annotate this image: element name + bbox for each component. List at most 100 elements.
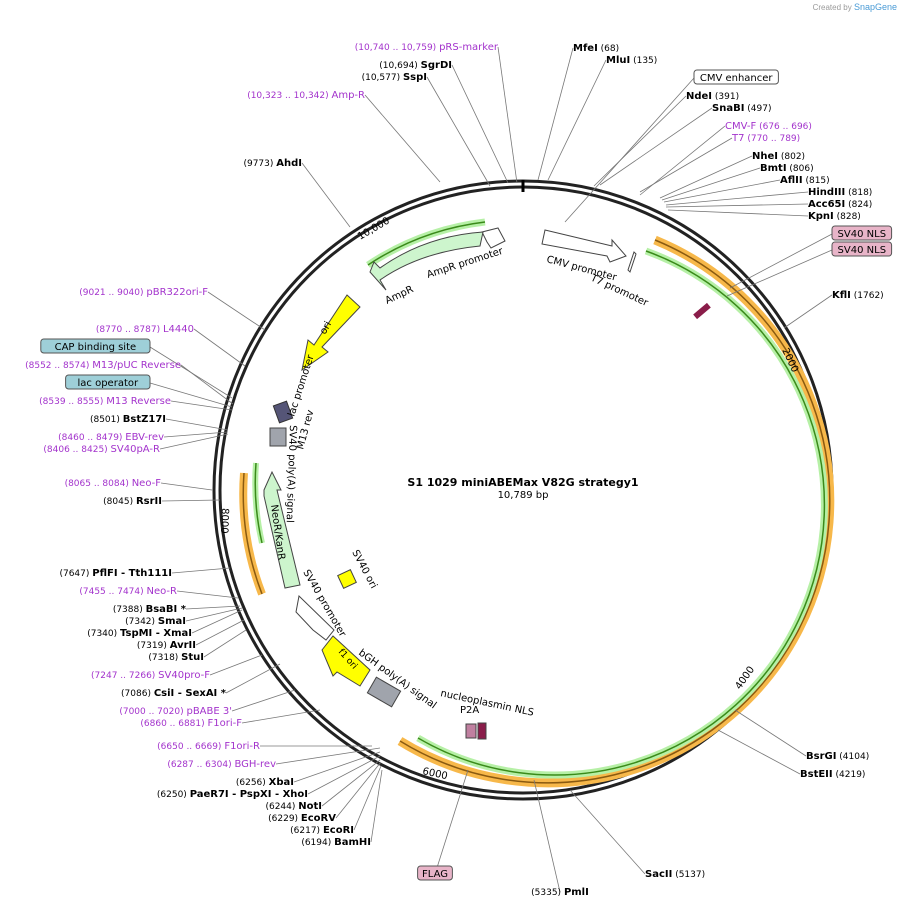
enzyme-label: NdeI (391) (686, 91, 739, 102)
leader-line (451, 64, 509, 184)
leader-line (564, 77, 695, 223)
leader-line (207, 291, 266, 331)
sv40-ori-label: SV40 ori (349, 548, 378, 590)
primer-label: (9021 .. 9040) pBR322ori-F (79, 287, 208, 298)
leader-line (149, 382, 233, 408)
label-layer: (10,740 .. 10,759) pRS-marker(10,694) Sg… (25, 42, 893, 898)
enzyme-label: (6256) XbaI (236, 777, 294, 788)
leader-line (176, 590, 239, 599)
p2a-feature (477, 722, 487, 740)
leader-line (661, 167, 761, 201)
feature-box (693, 69, 779, 85)
leader-line (165, 418, 229, 431)
enzyme-label: (7340) TspMI - XmaI (87, 628, 192, 639)
bgh-polya-feature (366, 676, 402, 708)
feature-box-label: SV40 NLS (838, 229, 887, 240)
enzyme-label: (7318) StuI (148, 652, 204, 663)
primer-label: (10,740 .. 10,759) pRS-marker (355, 42, 499, 53)
plasmid-title: S1 1029 miniABEMax V82G strategy1 (407, 476, 638, 489)
leader-line (537, 47, 574, 181)
ampr-label: AmpR (384, 284, 416, 307)
credit-brand: SnapGene (853, 2, 897, 12)
sv40-polya-label: SV40 poly(A) signal (284, 425, 298, 523)
feature-box-label: FLAG (422, 869, 448, 880)
enzyme-label: (7388) BsaBI * (113, 604, 187, 615)
enzyme-label: (9773) AhdI (243, 158, 302, 169)
enzyme-label: KpnI (828) (808, 211, 861, 222)
primer-label: T7 (770 .. 789) (731, 133, 800, 144)
leader-line (663, 179, 781, 203)
enzyme-label: (6250) PaeR7I - PspXI - XhoI (157, 789, 308, 800)
enzyme-label: (7319) AvrII (137, 640, 196, 651)
enzyme-label: (5335) PmlI (531, 887, 589, 898)
leader-line (307, 755, 381, 795)
feature-box-label: CMV enhancer (700, 73, 774, 84)
enzyme-label: (6244) NotI (265, 801, 322, 812)
leader-line (659, 155, 753, 199)
enzyme-label: BstEII (4219) (800, 769, 865, 780)
nucleoplasmin-nls-label: nucleoplasmin NLS (439, 688, 534, 719)
t7-promoter-label: T7 promoter (588, 272, 651, 309)
primer-label: CMV-F (676 .. 696) (725, 121, 812, 132)
leader-line (599, 107, 713, 186)
enzyme-label: (7647) PflFI - Tth111I (59, 568, 172, 579)
leader-line (335, 761, 382, 819)
ampr-promoter-arrow (481, 227, 506, 249)
neor-kanr-arrow (263, 470, 301, 589)
enzyme-label: MluI (135) (606, 55, 657, 66)
enzyme-label: (8045) RsrII (103, 496, 162, 507)
left-green-arc-line (254, 462, 263, 544)
primer-label: (10,323 .. 10,342) Amp-R (247, 90, 365, 101)
leader-line (275, 747, 381, 765)
enzyme-label: SacII (5137) (645, 869, 705, 880)
enzyme-label: KflI (1762) (832, 290, 884, 301)
leader-line (734, 709, 807, 757)
primer-label: (8065 .. 8084) Neo-F (65, 478, 162, 489)
ori-arrow (301, 294, 361, 372)
feature-box-label: SV40 NLS (838, 245, 887, 256)
enzyme-label: MfeI (68) (573, 43, 619, 54)
feature-box (40, 338, 151, 354)
f1-ori-arrow (321, 635, 371, 687)
leader-line (370, 769, 383, 843)
leader-line (783, 294, 833, 329)
leader-line (170, 400, 233, 411)
enzyme-label: (7086) CsiI - SexAI * (121, 688, 227, 699)
primer-label: (8460 .. 8479) EBV-rev (58, 432, 164, 443)
leader-line (497, 46, 518, 184)
leader-line (180, 364, 234, 405)
leader-line (301, 162, 351, 228)
lac-promoter-feature (272, 400, 294, 424)
leader-line (729, 233, 833, 289)
tick-label-8000: 8000 (218, 508, 230, 534)
enzyme-label: BmtI (806) (760, 163, 814, 174)
leader-line (726, 249, 833, 297)
leader-line (185, 607, 243, 622)
orange-feature-arc-line (399, 239, 831, 784)
leader-line (160, 482, 213, 491)
leader-line (195, 619, 245, 646)
enzyme-label: AflII (815) (780, 175, 830, 186)
green-feature-arc-line (417, 250, 826, 776)
leader-line (639, 125, 726, 196)
primer-label: (8552 .. 8574) M13/pUC Reverse (25, 360, 181, 371)
leader-line (293, 751, 381, 783)
t7-promoter-arrow (627, 251, 637, 273)
feature-box-label: CAP binding site (55, 342, 137, 353)
leader-line (353, 765, 382, 831)
credit-prefix: Created by (812, 3, 852, 12)
sv40-ori-feature (337, 569, 357, 589)
leader-line (159, 433, 229, 450)
leader-line (665, 191, 809, 206)
feature-box (417, 865, 453, 881)
primer-label: (6860 .. 6881) F1ori-F (140, 718, 242, 729)
enzyme-label: SnaBI (497) (712, 103, 771, 114)
enzyme-label: (6217) EcoRI (290, 825, 354, 836)
primer-label: (8539 .. 8555) M13 Reverse (39, 396, 171, 407)
leader-line (171, 567, 231, 574)
leader-line (193, 328, 246, 367)
enzyme-label: (10,577) SspI (362, 72, 427, 83)
leader-line (191, 609, 243, 634)
primer-label: (8770 .. 8787) L4440 (96, 324, 194, 335)
